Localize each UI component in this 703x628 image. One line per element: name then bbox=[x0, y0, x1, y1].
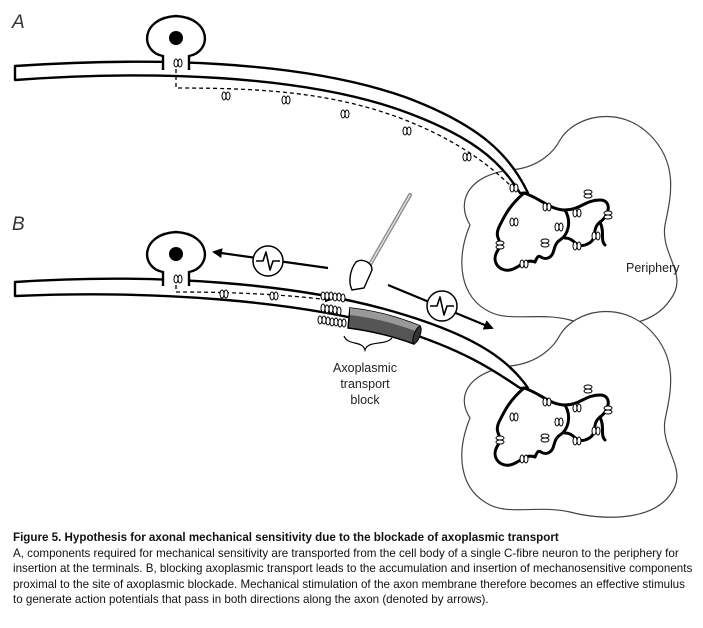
mechanical-probe-icon bbox=[349, 193, 412, 291]
periphery-label: Periphery bbox=[626, 261, 680, 275]
block-label-line1: Axoplasmic bbox=[333, 361, 397, 375]
transport-block bbox=[347, 307, 422, 345]
block-label-line2: transport bbox=[340, 377, 390, 391]
cell-body-a bbox=[146, 14, 206, 70]
nucleus-icon bbox=[169, 247, 183, 261]
figure-diagram: A bbox=[11, 12, 680, 518]
caption-title: Figure 5. Hypothesis for axonal mechanic… bbox=[13, 531, 559, 544]
panel-b-label: B bbox=[12, 214, 25, 235]
lightning-in-circle-icon bbox=[252, 245, 284, 277]
terminal-arbor-b bbox=[493, 386, 610, 467]
caption-body: A, components required for mechanical se… bbox=[13, 546, 693, 607]
axon-a bbox=[13, 60, 530, 195]
nucleus-icon bbox=[169, 31, 183, 45]
transport-path-b bbox=[175, 278, 331, 303]
lightning-in-circle-icon bbox=[426, 290, 458, 322]
accumulated-channels bbox=[317, 291, 347, 328]
vesicle-group-b bbox=[173, 274, 279, 301]
terminal-arbor-a bbox=[493, 191, 610, 272]
panel-a: A bbox=[11, 12, 680, 327]
block-label-line3: block bbox=[350, 393, 380, 407]
panel-a-label: A bbox=[11, 12, 25, 33]
cell-body-b bbox=[146, 230, 206, 286]
figure-caption: Figure 5. Hypothesis for axonal mechanic… bbox=[13, 530, 693, 608]
block-brace bbox=[343, 335, 393, 353]
terminal-channels-b bbox=[495, 384, 613, 464]
transport-path-a bbox=[175, 62, 516, 191]
vesicle-group-a bbox=[173, 58, 519, 193]
panel-b: B bbox=[12, 193, 678, 518]
terminal-channels-a bbox=[495, 189, 613, 269]
